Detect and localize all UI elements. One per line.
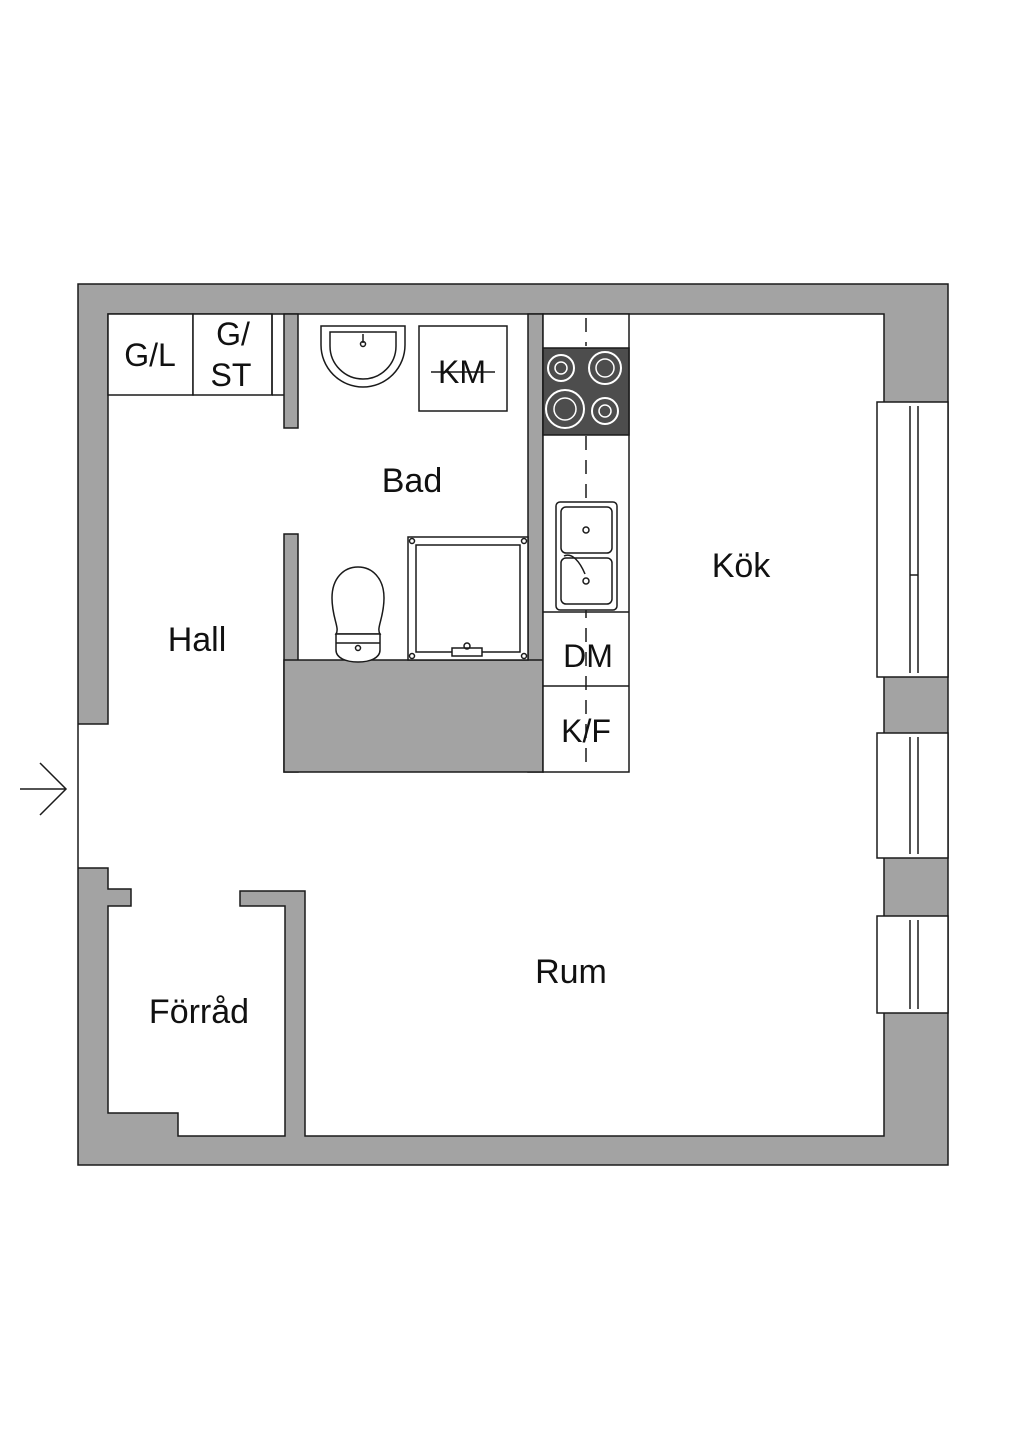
toilet-icon — [331, 566, 385, 663]
room-label-kok: Kök — [712, 547, 772, 585]
room-label-bad: Bad — [382, 462, 443, 500]
stove-icon — [542, 347, 630, 436]
fixture-label-gl: G/L — [124, 337, 176, 373]
window-2 — [876, 732, 949, 859]
room-label-forrad: Förråd — [149, 993, 249, 1031]
window-1 — [876, 401, 949, 678]
room-label-hall: Hall — [168, 621, 227, 659]
fixture-label-kf: K/F — [561, 713, 611, 749]
fixture-label-gst-2: ST — [211, 357, 252, 393]
washbasin-icon — [320, 325, 406, 388]
fixture-label-gst-1: G/ — [216, 316, 250, 352]
fixture-label-km: KM — [438, 354, 486, 390]
arrow-right-icon — [20, 762, 68, 816]
outer-walls — [77, 283, 949, 1166]
bath-wall-left-top — [283, 313, 299, 429]
windows — [876, 401, 949, 1014]
room-label-rum: Rum — [535, 953, 607, 991]
wardrobes — [107, 313, 284, 396]
bath-shaft — [283, 659, 544, 773]
window-3 — [876, 915, 949, 1014]
double-sink-icon — [555, 501, 618, 611]
fixture-label-dm: DM — [563, 638, 613, 674]
washing-machine — [418, 325, 508, 412]
shower-icon — [407, 536, 529, 661]
